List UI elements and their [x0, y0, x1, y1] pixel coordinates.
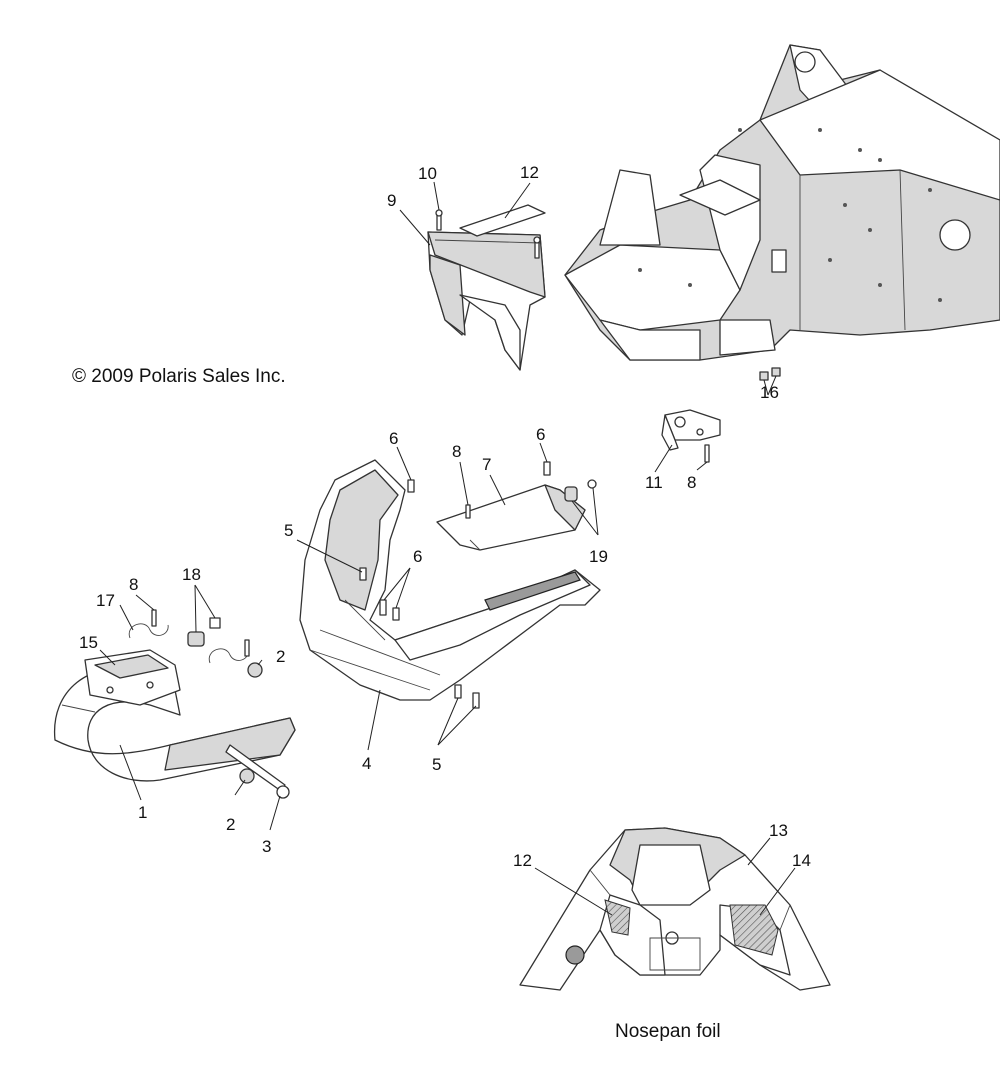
callout-8: 8 — [129, 575, 138, 594]
callout-1: 1 — [138, 803, 147, 822]
bracket-part-11 — [661, 409, 721, 451]
callout-2: 2 — [226, 815, 235, 834]
push-rivet-part-6 — [379, 461, 551, 621]
callout-4: 4 — [362, 754, 371, 773]
callout-15: 15 — [79, 633, 98, 652]
callout-6: 6 — [389, 429, 398, 448]
bolt-part-3 — [225, 744, 290, 799]
foil-label-part-12 — [459, 204, 546, 237]
clip-part-19 — [564, 479, 597, 502]
callout-12: 12 — [520, 163, 539, 182]
leader-lines — [99, 181, 796, 916]
callout-14: 14 — [792, 851, 811, 870]
chassis-frame — [564, 44, 1000, 361]
nosepan-foil-inset — [519, 827, 831, 991]
callout-5: 5 — [284, 521, 293, 540]
push-rivet-part-5 — [359, 567, 480, 709]
callout-5: 5 — [432, 755, 441, 774]
callout-7: 7 — [482, 455, 491, 474]
callout-labels: 1 2 2 3 4 5 5 6 6 6 7 8 8 8 9 10 11 12 1… — [79, 163, 811, 870]
fastener-part-16 — [759, 367, 781, 381]
callout-6: 6 — [413, 547, 422, 566]
callout-19: 19 — [589, 547, 608, 566]
callout-17: 17 — [96, 591, 115, 610]
nosepan-part-4 — [299, 459, 601, 701]
bumper-bracket-part-15 — [84, 649, 181, 706]
callout-8: 8 — [452, 442, 461, 461]
screw-part-8 — [151, 444, 710, 657]
callout-12: 12 — [513, 851, 532, 870]
callout-3: 3 — [262, 837, 271, 856]
callout-18: 18 — [182, 565, 201, 584]
callout-6: 6 — [536, 425, 545, 444]
copyright-text: © 2009 Polaris Sales Inc. — [72, 366, 286, 387]
clamp-part-17 — [128, 623, 249, 664]
callout-13: 13 — [769, 821, 788, 840]
callout-16: 16 — [760, 383, 779, 402]
heat-shield-part-9 — [427, 231, 546, 371]
callout-9: 9 — [387, 191, 396, 210]
inset-caption: Nosepan foil — [615, 1021, 721, 1042]
cover-part-7 — [436, 484, 586, 551]
callout-11: 11 — [645, 473, 663, 492]
callout-8: 8 — [687, 473, 696, 492]
clip-part-18 — [187, 617, 221, 647]
callout-10: 10 — [418, 164, 437, 183]
nut-part-2 — [239, 662, 263, 784]
callout-2: 2 — [276, 647, 285, 666]
